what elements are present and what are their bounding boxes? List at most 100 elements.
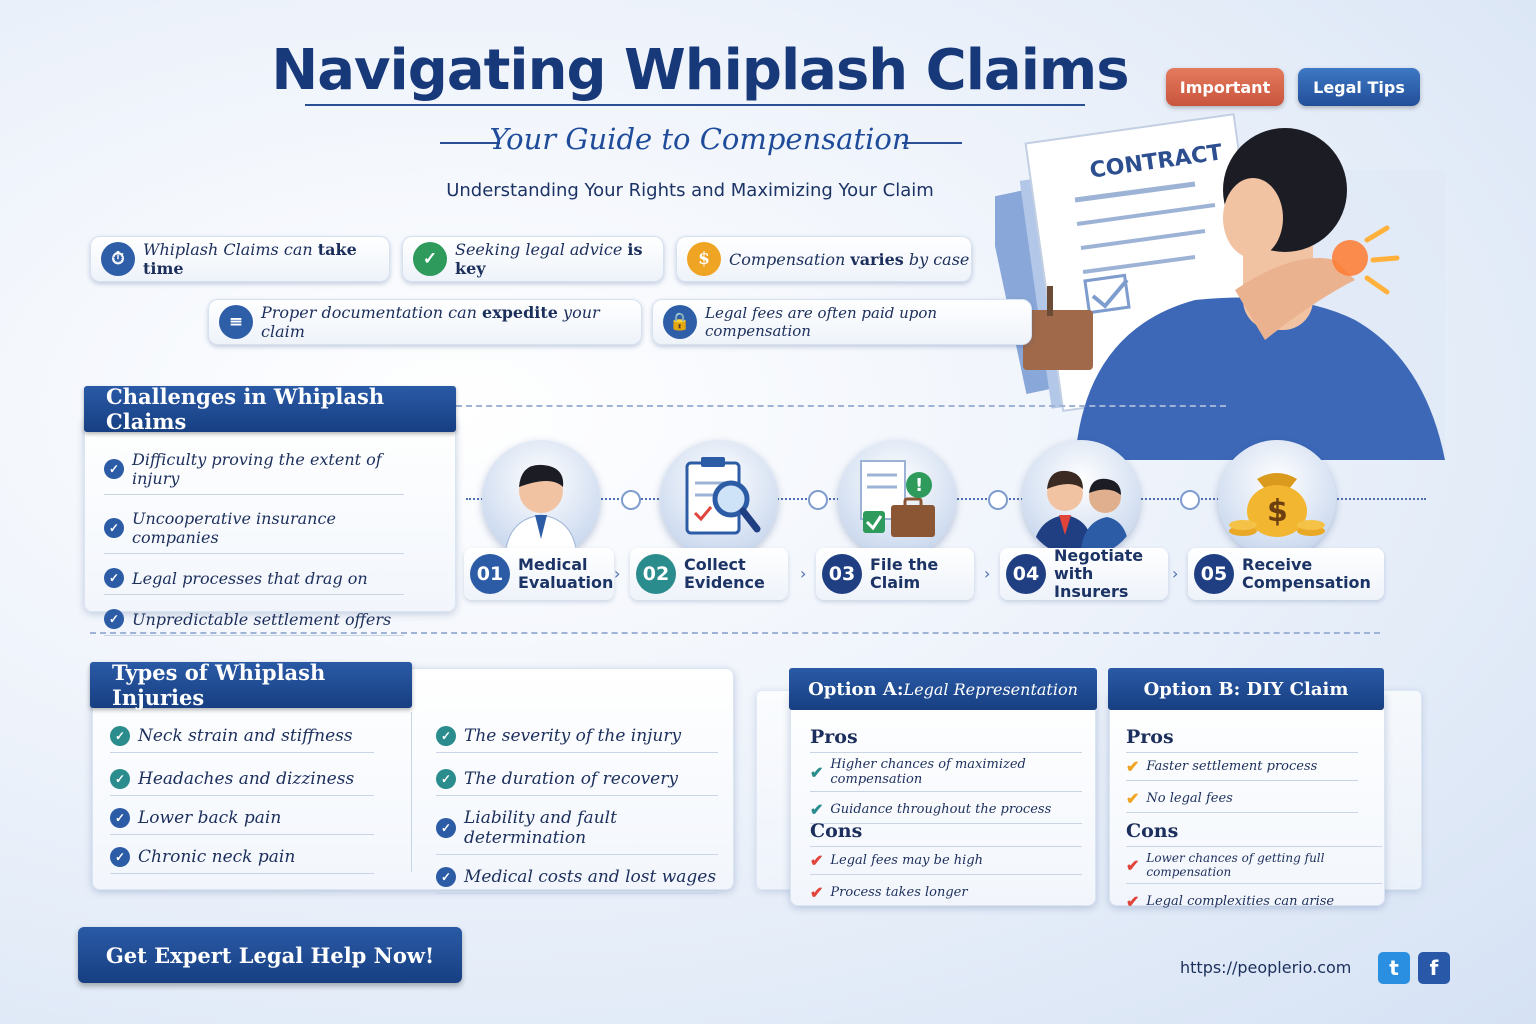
check-icon: ✓ bbox=[413, 242, 447, 276]
checkmark-icon: ✓ bbox=[436, 818, 456, 838]
checkmark-icon: ✓ bbox=[110, 808, 130, 828]
subtitle-right-rule bbox=[902, 142, 962, 144]
svg-text:$: $ bbox=[1267, 494, 1288, 529]
important-tag: Important bbox=[1166, 68, 1284, 106]
step-connector-dot bbox=[808, 490, 828, 510]
step-number: 04 bbox=[1006, 554, 1046, 594]
chevron-right-icon: › bbox=[614, 564, 621, 583]
option-b-panel bbox=[1109, 690, 1385, 906]
facebook-icon[interactable]: f bbox=[1418, 952, 1450, 984]
checkmark-icon: ✓ bbox=[436, 726, 456, 746]
list-item: ✓Liability and fault determination bbox=[436, 808, 718, 855]
step-number: 03 bbox=[822, 554, 862, 594]
injury-types-header: Types of Whiplash Injuries bbox=[90, 660, 412, 710]
checkmark-icon: ✓ bbox=[110, 847, 130, 867]
challenges-panel bbox=[84, 416, 456, 612]
money-bag-icon: $ bbox=[1218, 440, 1336, 558]
documents-briefcase-icon: ! bbox=[838, 440, 956, 558]
website-link[interactable]: https://peoplerio.com bbox=[1180, 958, 1352, 977]
step-connector-dot bbox=[1180, 490, 1200, 510]
list-item: ✓Medical costs and lost wages bbox=[436, 867, 718, 894]
option-a-panel bbox=[790, 690, 1096, 906]
step-connector-dot bbox=[988, 490, 1008, 510]
page-subtitle: Your Guide to Compensation bbox=[489, 122, 911, 156]
option-b-backing bbox=[1380, 690, 1422, 890]
checkmark-icon: ✓ bbox=[436, 867, 456, 887]
option-a-pros-list: ✔Higher chances of maximized compensatio… bbox=[810, 752, 1082, 824]
checkmark-icon: ✓ bbox=[110, 726, 130, 746]
fact-pill-documentation: ≡ Proper documentation can expedite your… bbox=[208, 299, 642, 345]
list-item: ✓Neck strain and stiffness bbox=[110, 726, 374, 753]
fact-pill-legal-fees: 🔒 Legal fees are often paid upon compens… bbox=[652, 299, 1032, 345]
option-b-pros-label: Pros bbox=[1126, 726, 1174, 748]
list-item: ✔Lower chances of getting full compensat… bbox=[1126, 851, 1382, 884]
checkmark-icon: ✔ bbox=[1126, 789, 1140, 808]
list-item: ✓The severity of the injury bbox=[436, 726, 718, 753]
checkmark-icon: ✔ bbox=[810, 883, 824, 902]
step-number: 01 bbox=[470, 554, 510, 594]
checkmark-icon: ✓ bbox=[436, 769, 456, 789]
twitter-icon[interactable]: t bbox=[1378, 952, 1410, 984]
step-connector-dot bbox=[621, 490, 641, 510]
challenges-header: Challenges in Whiplash Claims bbox=[84, 384, 456, 434]
checkmark-icon: ✓ bbox=[104, 568, 124, 588]
list-item: ✔Process takes longer bbox=[810, 883, 968, 902]
list-item: ✓Lower back pain bbox=[110, 808, 374, 835]
checkmark-icon: ✓ bbox=[104, 518, 124, 538]
checkmark-icon: ✔ bbox=[1126, 855, 1140, 875]
chevron-right-icon: › bbox=[1172, 564, 1179, 583]
svg-text:!: ! bbox=[915, 475, 923, 496]
checkmark-icon: ✓ bbox=[104, 459, 124, 479]
handshake-icon bbox=[1022, 440, 1140, 558]
section-divider bbox=[456, 405, 1226, 407]
injury-types-right-list: ✓The severity of the injury ✓The duratio… bbox=[436, 726, 718, 894]
option-a-cons-label: Cons bbox=[810, 820, 863, 842]
list-item: ✓The duration of recovery bbox=[436, 769, 718, 796]
option-a-pros-label: Pros bbox=[810, 726, 858, 748]
option-a-backing bbox=[756, 690, 796, 890]
chevron-right-icon: › bbox=[984, 564, 991, 583]
option-b-cons-label: Cons bbox=[1126, 820, 1179, 842]
list-item: ✔Legal complexities can arise bbox=[1126, 892, 1335, 911]
list-item: ✔Faster settlement process bbox=[1126, 757, 1358, 781]
lock-icon: 🔒 bbox=[663, 305, 697, 339]
clock-icon: ⏱ bbox=[101, 242, 135, 276]
option-b-header: Option B: DIY Claim bbox=[1108, 668, 1384, 710]
list-item: ✔No legal fees bbox=[1126, 789, 1358, 813]
checkmark-icon: ✓ bbox=[110, 769, 130, 789]
title-underline bbox=[305, 104, 1085, 106]
checkmark-icon: ✔ bbox=[1126, 892, 1140, 911]
option-b-cons-list: ✔Lower chances of getting full compensat… bbox=[1126, 846, 1382, 915]
option-a-cons-list: ✔Legal fees may be high ✔Process takes l… bbox=[810, 846, 1082, 906]
option-b-pros-list: ✔Faster settlement process ✔No legal fee… bbox=[1126, 752, 1358, 813]
checkmark-icon: ✔ bbox=[810, 800, 824, 819]
checkmark-icon: ✓ bbox=[104, 609, 124, 629]
option-a-header: Option A: Legal Representation bbox=[789, 668, 1097, 710]
list-item: ✔Higher chances of maximized compensatio… bbox=[810, 757, 1082, 792]
list-item: ✓Chronic neck pain bbox=[110, 847, 374, 874]
legal-tips-tag: Legal Tips bbox=[1298, 68, 1420, 106]
page-tagline: Understanding Your Rights and Maximizing… bbox=[446, 180, 934, 201]
list-item: ✓Unpredictable settlement offers bbox=[104, 609, 404, 636]
fact-pill-time: ⏱ Whiplash Claims can take time bbox=[90, 236, 390, 282]
list-item: ✓Uncooperative insurance companies bbox=[104, 509, 404, 554]
step-number: 02 bbox=[636, 554, 676, 594]
fact-pill-compensation: $ Compensation varies by case bbox=[676, 236, 972, 282]
list-item: ✓Difficulty proving the extent of injury bbox=[104, 450, 404, 495]
column-divider bbox=[411, 712, 412, 872]
checkmark-icon: ✔ bbox=[810, 762, 824, 782]
page-title: Navigating Whiplash Claims bbox=[271, 38, 1129, 103]
get-legal-help-button[interactable]: Get Expert Legal Help Now! bbox=[78, 927, 462, 983]
list-item: ✓Headaches and dizziness bbox=[110, 769, 374, 796]
checkmark-icon: ✔ bbox=[1126, 757, 1140, 776]
list-item: ✓Legal processes that drag on bbox=[104, 568, 404, 595]
injury-types-left-list: ✓Neck strain and stiffness ✓Headaches an… bbox=[110, 726, 374, 874]
list-item: ✔Legal fees may be high bbox=[810, 851, 1082, 875]
step-number: 05 bbox=[1194, 554, 1234, 594]
chevron-right-icon: › bbox=[800, 564, 807, 583]
